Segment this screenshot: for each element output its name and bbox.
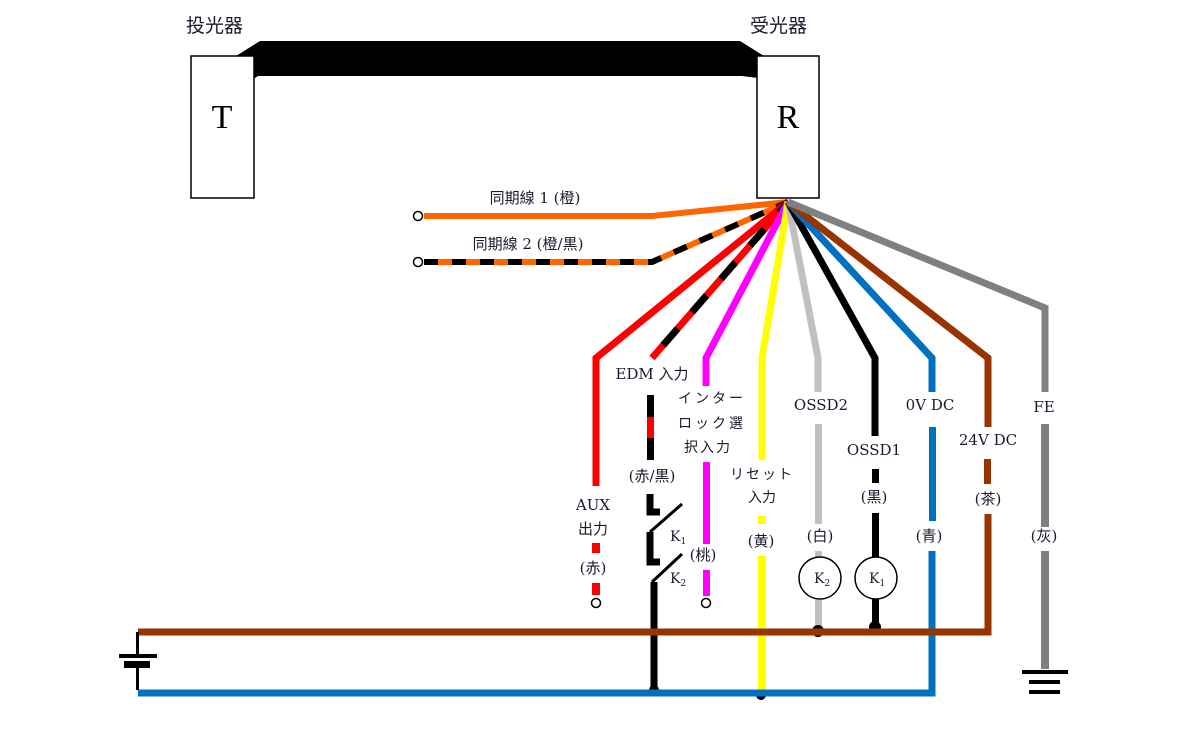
reset-color-label: (黄) [748,532,775,550]
wire-aux-seg [592,543,600,553]
wire-interlock-seg [703,462,710,544]
relay-coil-k1-label: K1 [869,571,885,589]
ossd1-label: OSSD1 [847,441,901,459]
0vdc-color-label: (青) [916,527,943,545]
0vdc-label: 0V DC [906,396,955,414]
wire-ossd1-seg [872,469,879,483]
wire-24vdc-seg2 [138,514,992,636]
wire-ossd2 [784,201,822,392]
wire-0vdc-seg [929,427,936,521]
receiver-unit: R [756,55,820,199]
wire-ossd1-seg3 [872,598,879,626]
ossd2-color-label: (白) [807,527,834,545]
wire-24vdc [785,199,992,427]
wire-interlock [702,200,792,386]
wire-0vdc-seg2 [138,551,936,697]
receiver-letter: R [777,99,800,136]
relay-coil-k2 [798,556,842,600]
relay-coil-k2-label: K2 [814,571,830,589]
wire-aux [592,199,791,486]
contact-k1-label: K1 [670,529,686,547]
wire-interlock-seg2 [703,570,710,596]
wire-fe [786,198,1049,392]
sync-wire-2-terminal [412,256,424,268]
sync-wire-2-label: 同期線 2 (橙/黒) [473,235,584,253]
reset-label-1: リセット [730,467,794,483]
edm-color-label: (赤/黒) [629,467,676,485]
reset-label-2: 入力 [748,490,776,506]
wire-edm-stripe [649,199,791,361]
edm-label: EDM 入力 [615,365,688,383]
interlock-label-2: ロック選 [678,416,746,432]
wire-ossd1-seg2 [872,513,879,558]
interlock-label-1: インター [678,391,746,407]
aux-label-1: AUX [575,496,610,514]
receiver-label: 受光器 [750,15,807,37]
contact-k2-label: K2 [670,571,686,589]
aux-terminal [590,597,602,609]
wire-ossd2-seg3 [815,600,822,632]
wire-reset [758,201,792,460]
sync-wire-2-base [424,199,790,265]
wire-ossd2-seg [815,424,822,524]
sync-wire-1-label: 同期線 1 (橙) [490,189,581,207]
wire-reset-seg [758,516,766,524]
24vdc-color-label: (茶) [975,490,1002,508]
aux-label-2: 出力 [578,520,608,538]
wire-edm-seg-black2 [647,438,654,460]
sync-wire-1-terminal [412,210,424,222]
sync-wire-1 [424,199,789,219]
fe-label: FE [1033,398,1054,416]
wire-edm-seg-black1 [647,395,654,417]
fe-color-label: (灰) [1031,527,1058,545]
ossd2-label: OSSD2 [794,396,848,414]
aux-color-label: (赤) [580,559,607,577]
wire-fe-seg [1041,424,1049,527]
wire-reset-seg2 [758,556,766,694]
relay-coil-k1 [854,556,898,600]
wire-ossd1 [784,200,879,436]
wire-fe-seg2 [1041,551,1049,669]
interlock-color-label: (桃) [690,546,717,564]
emitter-letter: T [212,99,233,136]
sync-wire-2-stripe [424,199,790,265]
battery-icon [119,632,157,690]
wire-0vdc [785,199,936,392]
emitter-unit: T [190,55,255,199]
wire-edm-seg-red [647,417,654,438]
wire-aux-seg2 [592,583,600,595]
wire-24vdc-seg [984,459,991,484]
edm-contacts [646,494,684,690]
24vdc-label: 24V DC [959,431,1017,449]
cable-bundle [236,41,764,84]
interlock-label-3: 択入力 [684,440,732,456]
ground-icon [1022,670,1068,694]
interlock-terminal [700,597,712,609]
emitter-label: 投光器 [186,15,243,37]
ossd1-color-label: (黒) [861,488,888,506]
